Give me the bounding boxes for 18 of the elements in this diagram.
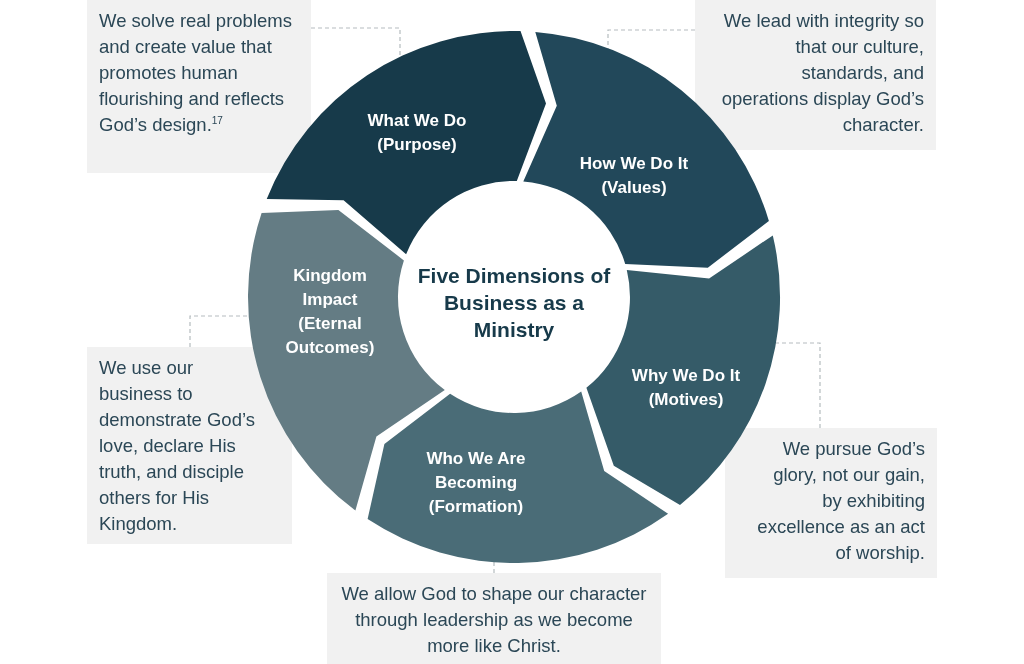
note-text: We pursue God’s glory, not our gain, by exhibiting excellence as an act of worship.	[756, 437, 925, 565]
leader-line	[775, 342, 821, 429]
note-text: We lead with integrity so that our culture, standards, and operations display God’s character.	[720, 9, 924, 137]
segment-label: Why We Do It (Motives)	[630, 365, 742, 411]
segment-label: Kingdom Impact (Eternal Outcomes)	[284, 265, 376, 359]
note-text: We solve real problems and create value that promotes human flourishing and reflects God’s design.$^{17}$	[99, 9, 293, 137]
note-box	[725, 428, 937, 578]
segment-label: How We Do It (Values)	[578, 153, 690, 199]
segment-label: Who We Are Becoming (Formation)	[425, 448, 527, 518]
note-box	[327, 573, 661, 664]
note-text: We allow God to shape our character through leadership as we become more like Christ.	[340, 582, 648, 658]
note-text: We use our business to demonstrate God’s love, declare His truth, and disciple others for His Kingdom.	[99, 356, 256, 536]
leader-line	[493, 561, 495, 574]
note-box	[87, 0, 311, 173]
segment-label: What We Do (Purpose)	[366, 110, 468, 156]
center-title: Five Dimensions of Business as a Ministry	[416, 262, 612, 343]
note-box	[695, 0, 936, 150]
leader-line	[607, 29, 696, 51]
